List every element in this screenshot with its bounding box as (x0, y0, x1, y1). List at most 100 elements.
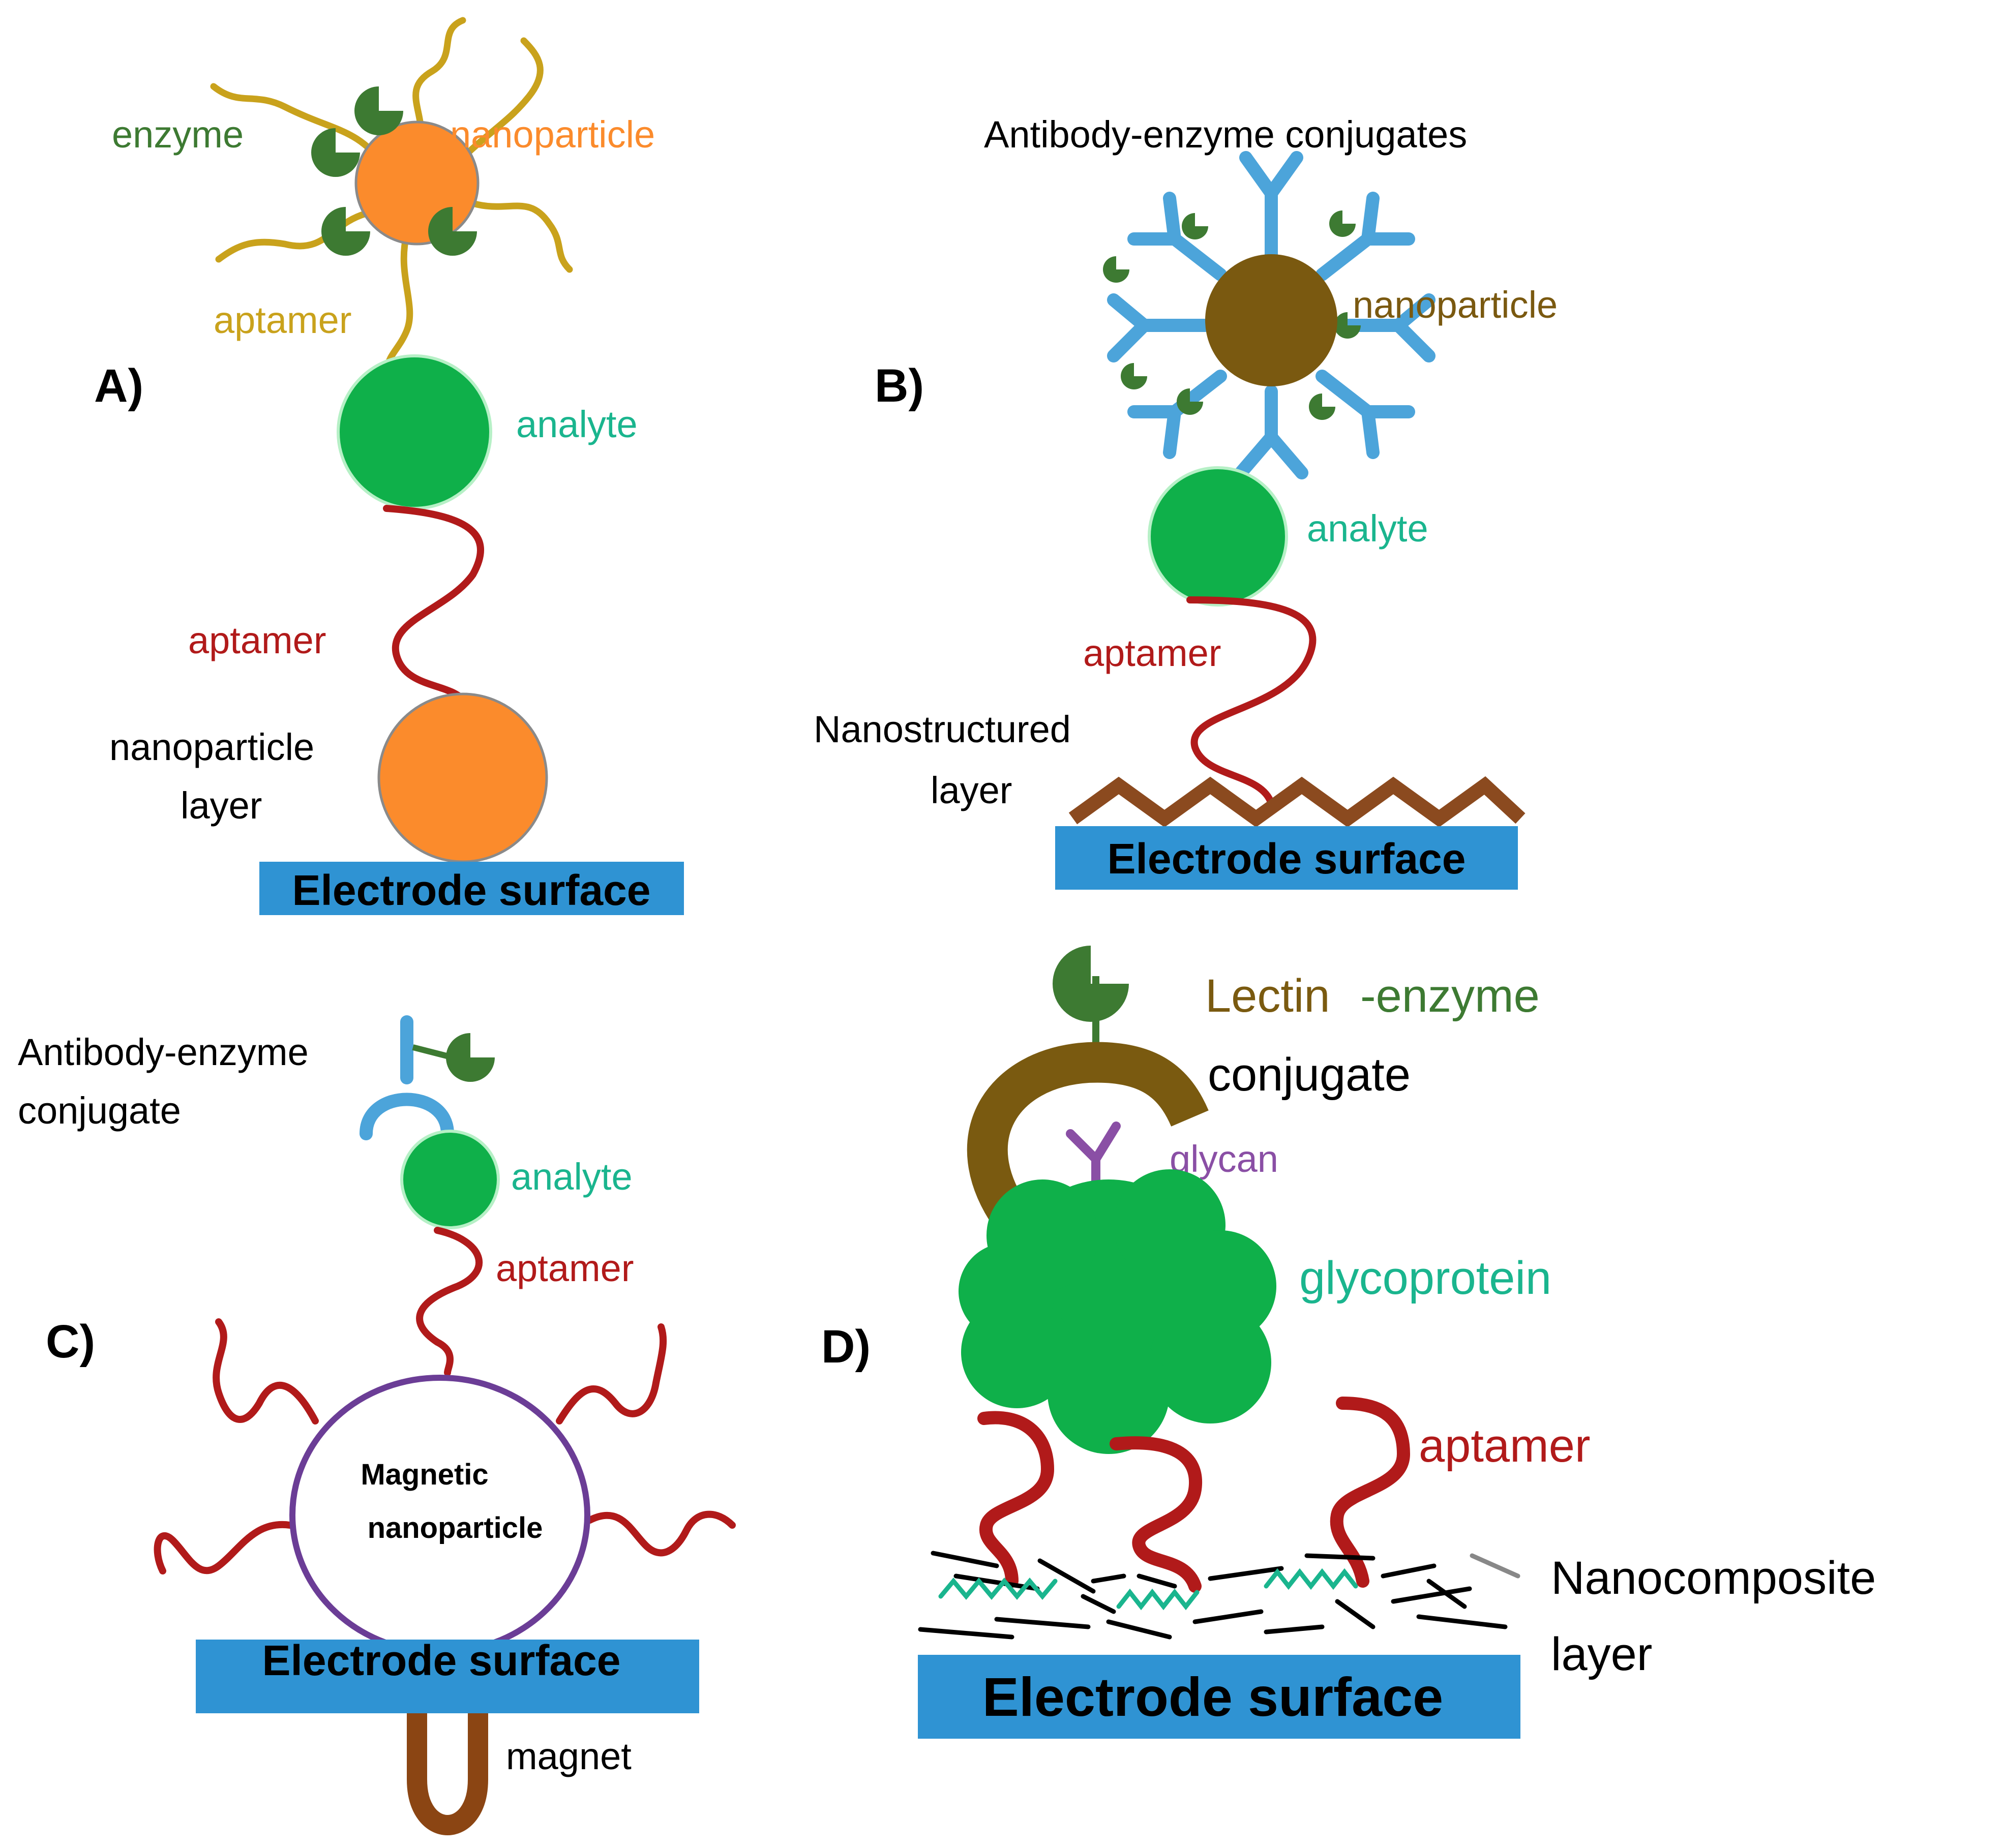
np-layer-label-1: nanoparticle (109, 726, 314, 768)
c-electrode-label: Electrode surface (262, 1637, 621, 1684)
d-aptamer (1330, 1397, 1411, 1588)
nanostructured-layer (1068, 776, 1526, 828)
enzyme-icon (1182, 213, 1208, 239)
np-layer-label-2: layer (181, 784, 262, 827)
green-strand (1116, 1588, 1200, 1611)
nano-stick (994, 1617, 1091, 1629)
magnetic-label-1: Magnetic (361, 1458, 488, 1491)
antibody (1316, 192, 1415, 281)
glycoprotein-lobe (1048, 1332, 1170, 1454)
panel-tag-a: A) (94, 360, 143, 412)
glycoprotein-lobe (959, 1243, 1055, 1340)
nano-stick (1381, 1563, 1437, 1579)
conjugates-label: Antibody-enzyme conjugates (984, 113, 1467, 156)
b-electrode-surface (1055, 826, 1518, 890)
glycoprotein (959, 1169, 1276, 1454)
panel-a: enzyme nanoparticle aptamer A) analyte a… (94, 17, 684, 915)
enzyme-suffix-label: -enzyme (1360, 970, 1540, 1022)
c-analyte (400, 1130, 500, 1229)
c-analyte-label: analyte (511, 1156, 633, 1198)
antibody (1239, 151, 1303, 261)
nano-stick (931, 1551, 999, 1568)
c-aptamer (586, 1510, 736, 1557)
panel-c: Antibody-enzyme conjugate analyte aptame… (18, 1015, 736, 1835)
lectin-arc (967, 1042, 1209, 1230)
green-strand (1264, 1568, 1358, 1590)
nano-stick (918, 1627, 1014, 1640)
glycoprotein-lobe (1149, 1301, 1271, 1423)
nano-stick (1264, 1624, 1325, 1634)
c-electrode-surface (196, 1640, 699, 1713)
nano-stick (1192, 1609, 1264, 1624)
nano-stick (1335, 1599, 1376, 1629)
magnetic-label-2: nanoparticle (368, 1511, 543, 1544)
b-analyte-label: analyte (1307, 507, 1428, 550)
antibody-group (1107, 151, 1436, 479)
nano-stick (1081, 1594, 1116, 1614)
nanocomposite-label-1: Nanocomposite (1551, 1552, 1876, 1604)
nano-stick (1037, 1558, 1096, 1594)
magnet-label: magnet (506, 1735, 632, 1777)
nano-stick (1106, 1619, 1172, 1640)
gold-aptamer-1 (210, 83, 390, 171)
antibody (1127, 192, 1227, 281)
c-aptamer (154, 1521, 293, 1574)
gold-aptamer-3 (454, 37, 544, 166)
nanocomposite-label-2: layer (1551, 1628, 1652, 1680)
panel-tag-b: B) (875, 360, 924, 412)
b-electrode-label: Electrode surface (1108, 835, 1466, 883)
c-aptamers (154, 1318, 736, 1574)
c-antibody (360, 1015, 454, 1140)
d-aptamer-label: aptamer (1419, 1420, 1591, 1472)
gold-aptamer-label: aptamer (214, 299, 351, 341)
b-aptamer (1186, 596, 1317, 807)
electrode-surface (259, 862, 684, 915)
c-enzyme-stalk (412, 1044, 454, 1061)
nanoparticle-layer (377, 692, 548, 863)
enzyme-icon (1103, 256, 1129, 283)
nanostructured-label-1: Nanostructured (814, 708, 1071, 750)
nanostructured-label-2: layer (931, 769, 1012, 811)
nano-stick (1091, 1573, 1126, 1584)
analyte (337, 354, 492, 510)
gold-aptamer-4 (469, 200, 573, 273)
b-nanoparticle-label: nanoparticle (1353, 284, 1558, 326)
glycoprotein-label: glycoprotein (1299, 1252, 1551, 1304)
d-enzyme-icon (1053, 946, 1129, 1022)
c-conjugate-label-2: conjugate (18, 1089, 181, 1132)
c-aptamer-label: aptamer (496, 1247, 634, 1289)
panel-tag-c: C) (46, 1316, 95, 1368)
antibody (1316, 370, 1415, 459)
nano-stick (1391, 1586, 1472, 1604)
panel-d: Lectin -enzyme conjugate glycan glycopro… (821, 946, 1876, 1739)
c-aptamer (213, 1318, 319, 1425)
green-strand (938, 1577, 1058, 1600)
d-aptamer (1110, 1436, 1203, 1593)
b-nanoparticle (1205, 254, 1337, 386)
antibody (1234, 385, 1308, 479)
enzyme-icon (446, 1033, 495, 1082)
lectin-conjugate-label: conjugate (1208, 1049, 1411, 1101)
d-aptamers (977, 1397, 1411, 1593)
c-conjugate-label-1: Antibody-enzyme (18, 1031, 309, 1073)
nano-stick (1416, 1614, 1508, 1629)
nano-stick (1304, 1553, 1376, 1561)
enzyme-icon (1309, 393, 1335, 420)
green-strands (938, 1568, 1358, 1611)
b-aptamer-label: aptamer (1083, 632, 1221, 674)
d-electrode-label: Electrode surface (982, 1666, 1443, 1728)
enzyme-icon (1121, 363, 1147, 389)
enzyme-icon (1329, 210, 1356, 237)
top-nanoparticle-label: nanoparticle (450, 113, 655, 156)
magnet-icon (407, 1713, 488, 1835)
red-aptamer-label: aptamer (188, 619, 326, 661)
d-aptamer (977, 1411, 1055, 1588)
antibody (1107, 293, 1212, 362)
c-aptamer-main (416, 1227, 483, 1376)
b-analyte (1148, 466, 1288, 607)
analyte-label: analyte (516, 403, 638, 445)
nano-stick (1137, 1573, 1177, 1589)
enzyme-icon (354, 86, 403, 135)
lectin-label: Lectin (1205, 970, 1330, 1022)
